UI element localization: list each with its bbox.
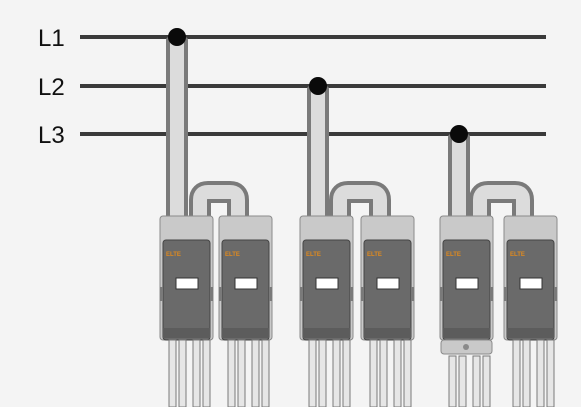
device-l1-b-base (222, 328, 269, 338)
device-l2-a-leg-cable-4 (342, 339, 351, 407)
busbar-lines: L1 L2 L3 (38, 25, 546, 149)
device-l3-b-leg-cable-1 (512, 339, 521, 407)
device-group-l3: ELTE ELTE (439, 125, 558, 407)
device-groups: ELTE ELTE ELTE ELTE ELTE ELTE (159, 28, 558, 407)
device-l2-a-brand-label: ELTE (306, 252, 321, 258)
device-l3-b-leg-cable-4 (546, 339, 555, 407)
device-l2-b-leg-cable-3 (393, 339, 402, 407)
device-l2-a-tab-left (300, 287, 303, 301)
bridge-conductor-inner (193, 185, 245, 240)
device-l1-a-tab-right (210, 287, 213, 301)
device-l3-a-leg-cable-2 (458, 355, 467, 407)
device-l2-a-window (315, 277, 339, 290)
device-l3-a-leg-cable-1 (448, 355, 457, 407)
busbar-l1 (80, 35, 546, 39)
device-l2-b-leg-cable-2 (379, 339, 388, 407)
phase-label-l2: L2 (38, 74, 65, 101)
tap-point-l2 (309, 77, 327, 95)
device-l3-a-window (455, 277, 479, 290)
bridge-conductor-inner (333, 185, 387, 240)
device-l2-b-brand-label: ELTE (367, 252, 382, 258)
device-l1-b-leg-cable-2 (237, 339, 246, 407)
phase-label-l3: L3 (38, 122, 65, 149)
device-l1-b-leg-cable-4 (261, 339, 270, 407)
device-l3-b-window (519, 277, 543, 290)
tap-conductor-l3-inner (452, 134, 466, 240)
device-l1-a-leg-cable-2 (178, 339, 187, 407)
device-l2-a-leg-cable-3 (332, 339, 341, 407)
device-l3-b-tab-left (504, 287, 507, 301)
device-l2-a: ELTE (299, 215, 354, 341)
device-group-l1: ELTE ELTE (159, 28, 273, 407)
device-l3-a-tab-right (490, 287, 493, 301)
device-l1-a-leg-cable-3 (192, 339, 201, 407)
device-l3-b-leg-cable-2 (522, 339, 531, 407)
device-l3-b-base (507, 328, 554, 338)
device-l2-b-tab-right (411, 287, 414, 301)
device-l3-a: ELTE (439, 215, 494, 341)
device-l2-b-leg-cable-1 (369, 339, 378, 407)
tail-screw (463, 344, 469, 350)
device-l1-b: ELTE (218, 215, 273, 341)
device-l2-a-base (303, 328, 350, 338)
device-l2-b: ELTE (360, 215, 415, 341)
tap-point-l3 (450, 125, 468, 143)
device-l3-a-brand-label: ELTE (446, 252, 461, 258)
device-l1-a-tab-left (160, 287, 163, 301)
device-l3-b: ELTE (503, 215, 558, 341)
device-l1-b-brand-label: ELTE (225, 252, 240, 258)
device-l1-b-tab-right (269, 287, 272, 301)
device-l1-a-window (175, 277, 199, 290)
device-l1-a-leg-cable-4 (202, 339, 211, 407)
device-l1-b-leg-cable-3 (251, 339, 260, 407)
tap-conductor-l1-inner (170, 37, 184, 240)
device-l2-b-tab-left (361, 287, 364, 301)
phase-label-l1: L1 (38, 25, 65, 52)
device-l3-b-leg-cable-3 (536, 339, 545, 407)
device-l1-b-tab-left (219, 287, 222, 301)
device-l3-a-leg-cable-3 (472, 355, 481, 407)
device-l3-a-base (443, 328, 490, 338)
device-l3-a-leg-cable-4 (482, 355, 491, 407)
device-l3-b-brand-label: ELTE (510, 252, 525, 258)
device-l1-a: ELTE (159, 215, 214, 341)
tap-point-l1 (168, 28, 186, 46)
device-l2-b-window (376, 277, 400, 290)
device-l3-a-tab-left (440, 287, 443, 301)
device-l1-b-window (234, 277, 258, 290)
device-l2-a-leg-cable-1 (308, 339, 317, 407)
device-l3-b-tab-right (554, 287, 557, 301)
device-l2-b-base (364, 328, 411, 338)
bridge-conductor-inner (473, 185, 530, 240)
device-l2-a-leg-cable-2 (318, 339, 327, 407)
device-l1-a-base (163, 328, 210, 338)
tap-conductor-l2-inner (311, 86, 325, 240)
device-l2-a-tab-right (350, 287, 353, 301)
device-l2-b-leg-cable-4 (403, 339, 412, 407)
device-group-l2: ELTE ELTE (299, 77, 415, 407)
device-l1-a-brand-label: ELTE (166, 252, 181, 258)
device-l1-b-leg-cable-1 (227, 339, 236, 407)
device-l1-a-leg-cable-1 (168, 339, 177, 407)
